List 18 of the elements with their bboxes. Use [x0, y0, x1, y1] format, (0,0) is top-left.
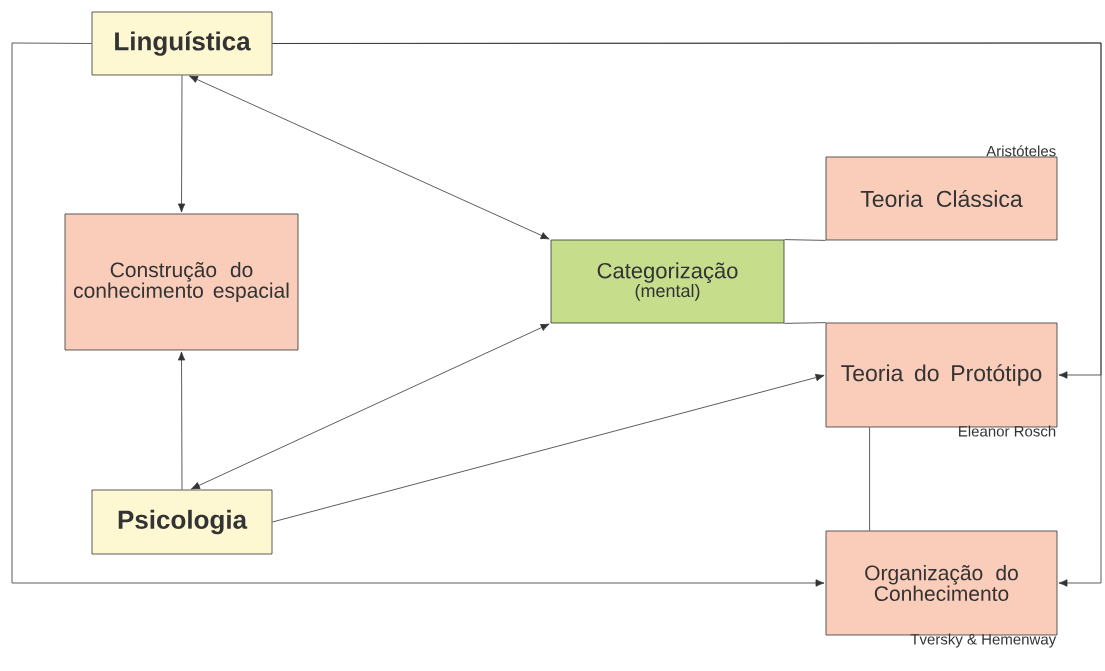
arrow [189, 75, 550, 240]
arrow [177, 351, 186, 490]
theory-box: Teoria Clássica [825, 156, 1058, 241]
central-box: Categorização (mental) [550, 239, 785, 324]
arrow [191, 323, 550, 490]
author-label: Eleanor Rosch [959, 425, 1056, 437]
concept-box: Construção do conhecimento espacial [64, 213, 299, 351]
arrow [177, 75, 186, 213]
author-label: Aristóteles [986, 145, 1056, 157]
arrow [11, 42, 825, 587]
connector-line [784, 322, 826, 324]
discipline-box: Psicologia [91, 489, 273, 555]
connector-line [869, 427, 870, 531]
arrow [272, 373, 825, 523]
arrow [272, 42, 1102, 587]
connector-line [784, 239, 826, 241]
author-label: Tversky & Hemenway [910, 633, 1057, 648]
discipline-box: Linguística [91, 11, 273, 76]
